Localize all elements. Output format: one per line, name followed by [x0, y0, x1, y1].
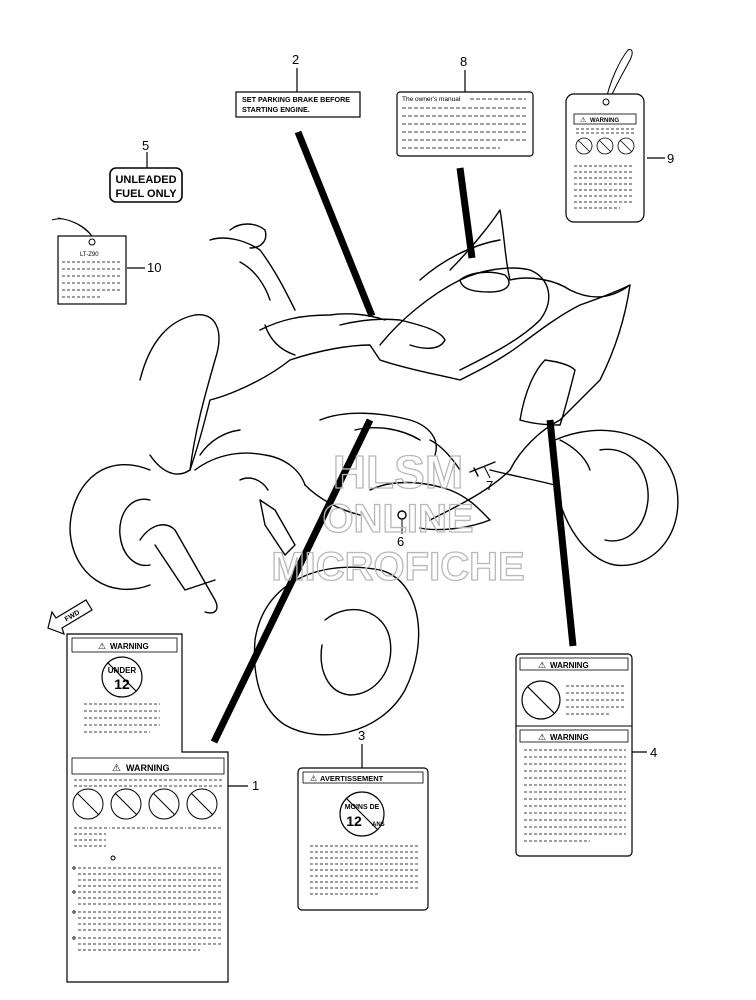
label-hang-tag-warning: ⚠ WARNING [565, 49, 645, 223]
callout-10: 10 [147, 260, 161, 275]
watermark-line-3: MICROFICHE [271, 545, 524, 589]
parking-line-1: SET PARKING BRAKE BEFORE [242, 95, 350, 104]
callout-7: 7 [486, 478, 493, 493]
label3-ans-text: ANS [372, 822, 385, 828]
callout-6: 6 [397, 534, 404, 549]
label-main-warning: ⚠ WARNING UNDER 12 ⚠ WARNING [66, 633, 229, 983]
parking-line-2: STARTING ENGINE. [242, 105, 310, 114]
label4-warning-triangle-icon: ⚠ [538, 732, 546, 742]
callout-numbers: 2 8 5 9 10 7 6 3 4 1 [142, 52, 674, 793]
manual-heading: The owner's manual [402, 96, 461, 103]
label4-top-warning-triangle-icon: ⚠ [538, 660, 546, 670]
callout-9: 9 [667, 151, 674, 166]
label-fender-warning: ⚠ WARNING ⚠ WARNING [515, 653, 633, 857]
callout-1: 1 [252, 778, 259, 793]
fwd-arrow: FWD [47, 599, 93, 636]
label4-warning-heading: WARNING [550, 733, 589, 742]
tag9-warning-heading: WARNING [590, 118, 619, 124]
label3-moins-de-text: MOINS DE [345, 804, 380, 811]
callout-8: 8 [460, 54, 467, 69]
callout-4: 4 [650, 745, 657, 760]
label1-warning-heading: WARNING [126, 763, 170, 773]
label3-avertissement-heading: AVERTISSEMENT [320, 774, 384, 783]
label1-top-warning-triangle-icon: ⚠ [98, 641, 106, 651]
fuel-line-2: FUEL ONLY [115, 188, 177, 200]
watermark-line-2: ONLINE [322, 497, 473, 541]
watermark: HLSM ONLINE MICROFICHE [271, 445, 526, 589]
label-avertissement: ⚠ AVERTISSEMENT MOINS DE 12 ANS [297, 767, 429, 911]
label-parking-brake: SET PARKING BRAKE BEFORE STARTING ENGINE… [235, 91, 361, 118]
label1-12-text: 12 [114, 676, 130, 692]
label4-top-warning-heading: WARNING [550, 661, 589, 670]
label-unleaded-fuel: UNLEADED FUEL ONLY [109, 167, 183, 203]
callout-3: 3 [358, 728, 365, 743]
fuel-line-1: UNLEADED [115, 174, 176, 186]
watermark-line-1: HLSM [333, 446, 463, 498]
label1-top-warning-heading: WARNING [110, 642, 149, 651]
tag9-warning-triangle-icon: ⚠ [580, 116, 587, 124]
label-model-tag: LT-Z90 [51, 217, 127, 305]
label1-warning-triangle-icon: ⚠ [112, 763, 121, 774]
label3-12-text: 12 [346, 813, 362, 829]
callout-5: 5 [142, 138, 149, 153]
leader-lines [127, 68, 665, 787]
label-owners-manual: The owner's manual [396, 91, 534, 157]
callout-2: 2 [292, 52, 299, 67]
label3-warning-triangle-icon: ⚠ [310, 774, 317, 783]
tag-model-name: LT-Z90 [80, 252, 99, 258]
label1-under-text: UNDER [108, 666, 137, 675]
